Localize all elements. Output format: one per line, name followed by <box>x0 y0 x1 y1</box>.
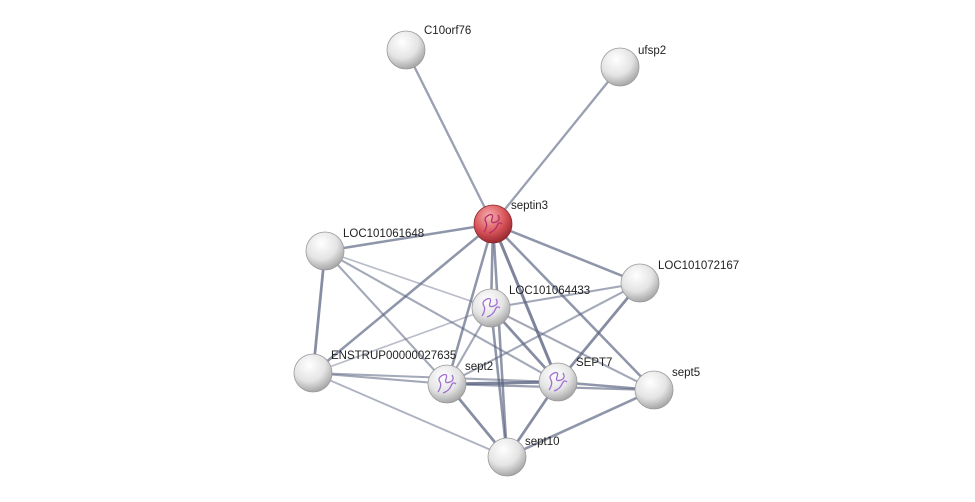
node-LOC101072167[interactable]: LOC101072167 <box>620 260 739 303</box>
node-circle[interactable] <box>305 231 345 271</box>
edge-ENSTRUP00000027635-LOC101064433[interactable] <box>312 307 492 374</box>
edge-septin3-sept5[interactable] <box>492 223 655 391</box>
node-LOC101061648[interactable]: LOC101061648 <box>305 228 424 271</box>
edge-LOC101064433-sept5[interactable] <box>490 307 655 391</box>
node-sept2[interactable]: sept2 <box>427 361 493 404</box>
edge-LOC101061648-sept2[interactable] <box>324 250 448 385</box>
edge-septin3-C10orf76[interactable] <box>404 49 495 225</box>
edge-septin3-ENSTRUP00000027635[interactable] <box>312 223 494 374</box>
protein-structure-icon <box>437 373 457 394</box>
protein-structure-icon <box>483 213 503 234</box>
node-label: sept10 <box>525 436 560 448</box>
edge-septin3-LOC101072167[interactable] <box>492 222 641 285</box>
node-circle[interactable] <box>538 362 578 402</box>
node-label: ufsp2 <box>638 45 666 57</box>
node-circle[interactable] <box>293 353 333 393</box>
node-label: C10orf76 <box>424 25 471 37</box>
edge-septin3-sept10[interactable] <box>491 223 509 458</box>
node-circle[interactable] <box>386 30 426 70</box>
node-sept10[interactable]: sept10 <box>487 436 560 477</box>
node-circle[interactable] <box>620 263 660 303</box>
node-label: SEPT7 <box>576 357 612 369</box>
edge-LOC101061648-SEPT7[interactable] <box>324 250 559 383</box>
node-circle[interactable] <box>487 437 527 477</box>
edge-ENSTRUP00000027635-sept10[interactable] <box>312 372 508 458</box>
edge-LOC101064433-LOC101072167[interactable] <box>490 281 641 310</box>
node-circle[interactable] <box>471 288 511 328</box>
node-label: LOC101064433 <box>509 285 590 297</box>
node-circle[interactable] <box>634 370 674 410</box>
node-SEPT7[interactable]: SEPT7 <box>538 357 612 402</box>
node-LOC101064433[interactable]: LOC101064433 <box>471 285 590 328</box>
node-label: septin3 <box>511 200 548 212</box>
protein-structure-icon <box>548 371 568 392</box>
edge-septin3-LOC101061648[interactable] <box>324 222 494 253</box>
edge-sept2-LOC101072167[interactable] <box>446 282 641 385</box>
edge-SEPT7-LOC101072167[interactable] <box>556 282 642 383</box>
node-label: ENSTRUP00000027635 <box>331 350 456 362</box>
node-label: LOC101072167 <box>658 260 739 272</box>
node-circle[interactable] <box>427 364 467 404</box>
edge-septin3-sept2[interactable] <box>445 223 495 385</box>
node-label: sept2 <box>465 361 493 373</box>
node-circle[interactable] <box>600 47 640 87</box>
node-label: sept5 <box>672 367 700 379</box>
edge-LOC101061648-ENSTRUP00000027635[interactable] <box>311 250 327 374</box>
node-label: LOC101061648 <box>343 228 424 240</box>
edge-LOC101061648-LOC101064433[interactable] <box>324 250 492 309</box>
node-septin3[interactable]: septin3 <box>473 200 548 244</box>
node-circle[interactable] <box>473 204 513 244</box>
edge-sept5-sept10[interactable] <box>506 388 655 459</box>
protein-structure-icon <box>481 297 501 318</box>
node-sept5[interactable]: sept5 <box>634 367 700 410</box>
node-C10orf76[interactable]: C10orf76 <box>386 25 471 70</box>
edge-septin3-ufsp2[interactable] <box>492 66 621 225</box>
node-ufsp2[interactable]: ufsp2 <box>600 45 666 87</box>
node-ENSTRUP00000027635[interactable]: ENSTRUP00000027635 <box>293 350 456 393</box>
